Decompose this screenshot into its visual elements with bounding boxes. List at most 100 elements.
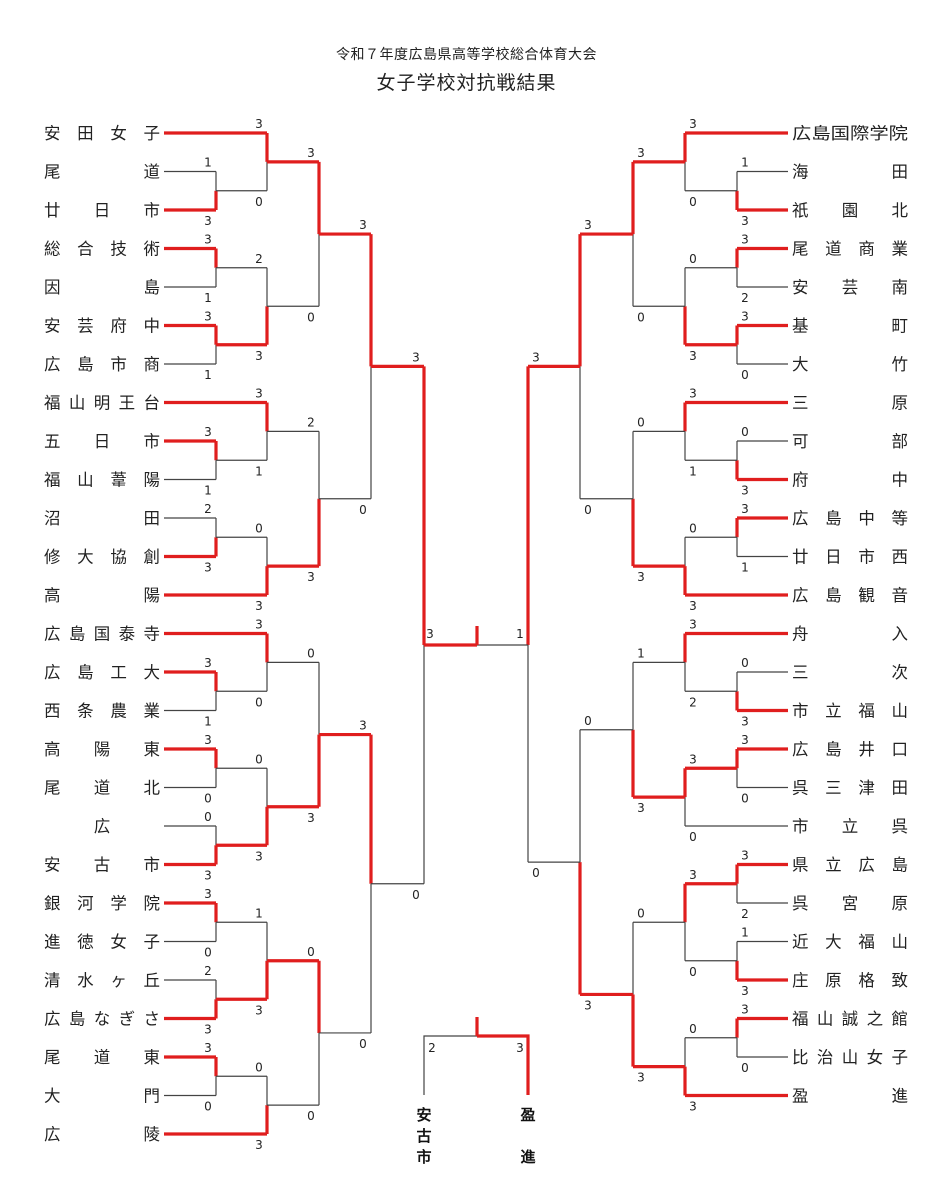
score-label: 3 xyxy=(741,310,749,324)
score-label: 3 xyxy=(741,849,749,863)
score-label: 0 xyxy=(689,195,697,209)
team-name: 舟入 xyxy=(792,625,908,644)
team-name: 府中 xyxy=(792,471,908,490)
team-name: 基町 xyxy=(792,317,908,336)
score-label: 3 xyxy=(689,618,697,632)
score-label: 3 xyxy=(307,570,315,584)
score-label: 3 xyxy=(741,733,749,747)
team-name: 進徳女子 xyxy=(44,933,160,952)
score-label: 3 xyxy=(689,349,697,363)
team-name: 呉三津田 xyxy=(792,779,908,798)
score-label: 2 xyxy=(741,291,749,305)
score-label: 3 xyxy=(204,1041,212,1055)
score-label: 0 xyxy=(689,965,697,979)
team-name: 沼田 xyxy=(44,509,160,528)
score-label: 0 xyxy=(307,310,315,324)
score-label: 3 xyxy=(255,1003,263,1017)
score-label: 1 xyxy=(204,368,212,382)
score-label: 3 xyxy=(307,811,315,825)
team-name: 広島工大 xyxy=(44,663,160,682)
score-label: 3 xyxy=(255,599,263,613)
team-name: 総合技術 xyxy=(44,240,160,259)
score-label: 3 xyxy=(741,1003,749,1017)
team-name: 海田 xyxy=(792,163,908,182)
team-name: 尾道北 xyxy=(44,779,161,798)
score-label: 3 xyxy=(204,425,212,439)
score-label: 0 xyxy=(359,503,367,517)
score-label: 0 xyxy=(637,415,645,429)
team-name: 因島 xyxy=(44,278,160,297)
team-name: 広島国際学院 xyxy=(792,124,908,143)
score-label: 3 xyxy=(689,868,697,882)
score-label: 3 xyxy=(412,350,420,364)
team-name: 清水ヶ丘 xyxy=(44,971,160,990)
score-label: 3 xyxy=(204,1023,212,1037)
score-label: 3 xyxy=(204,733,212,747)
score-label: 3 xyxy=(637,801,645,815)
third-right-score: 3 xyxy=(516,1041,524,1055)
score-label: 0 xyxy=(255,752,263,766)
team-name: 広 xyxy=(94,817,111,836)
score-label: 3 xyxy=(204,869,212,883)
score-label: 1 xyxy=(741,561,749,575)
team-name: 広島なぎさ xyxy=(44,1010,160,1029)
score-label: 3 xyxy=(532,350,540,364)
score-label: 0 xyxy=(741,792,749,806)
team-name: 安田女子 xyxy=(44,124,160,143)
third-left-team: 安 xyxy=(416,1106,431,1124)
score-label: 3 xyxy=(637,570,645,584)
score-label: 3 xyxy=(637,146,645,160)
score-label: 3 xyxy=(255,849,263,863)
page-title: 令和７年度広島県高等学校総合体育大会 xyxy=(336,47,597,63)
third-right-team: 進 xyxy=(520,1148,536,1166)
score-label: 3 xyxy=(307,146,315,160)
score-label: 0 xyxy=(255,195,263,209)
score-label: 3 xyxy=(255,349,263,363)
team-name: 市立福山 xyxy=(792,702,908,721)
final-right-score: 1 xyxy=(516,627,524,641)
team-name: 近大福山 xyxy=(792,933,908,952)
score-label: 3 xyxy=(255,618,263,632)
team-name: 広陵 xyxy=(44,1125,160,1144)
score-label: 3 xyxy=(204,233,212,247)
score-label: 3 xyxy=(741,214,749,228)
score-label: 0 xyxy=(307,945,315,959)
score-label: 2 xyxy=(204,964,212,978)
score-label: 0 xyxy=(584,503,592,517)
score-label: 3 xyxy=(204,310,212,324)
score-label: 0 xyxy=(689,830,697,844)
score-label: 1 xyxy=(255,464,263,478)
team-name: 広島井口 xyxy=(792,740,908,759)
team-name: 広島観音 xyxy=(792,586,908,605)
score-label: 1 xyxy=(204,156,212,170)
score-label: 0 xyxy=(532,866,540,880)
team-name: 県立広島 xyxy=(792,856,908,875)
score-label: 1 xyxy=(689,464,697,478)
score-label: 3 xyxy=(255,117,263,131)
team-name: 可部 xyxy=(792,432,908,451)
score-label: 0 xyxy=(307,646,315,660)
third-left-score: 2 xyxy=(428,1041,436,1055)
team-name: 福山明王台 xyxy=(44,394,160,413)
team-name: 高陽東 xyxy=(44,740,160,759)
score-label: 3 xyxy=(584,218,592,232)
score-label: 3 xyxy=(359,218,367,232)
team-name: 安芸南 xyxy=(792,278,908,297)
team-name: 福山葦陽 xyxy=(44,471,160,490)
score-label: 3 xyxy=(204,656,212,670)
team-name: 広島市商 xyxy=(44,355,160,374)
score-label: 3 xyxy=(255,1138,263,1152)
score-label: 0 xyxy=(204,792,212,806)
team-name: 広島中等 xyxy=(792,509,908,528)
score-label: 0 xyxy=(689,521,697,535)
third-left-line xyxy=(423,1035,477,1095)
third-left-team: 市 xyxy=(416,1148,431,1166)
score-label: 0 xyxy=(359,1037,367,1051)
score-label: 3 xyxy=(689,599,697,613)
team-name: 尾道東 xyxy=(44,1048,160,1067)
score-label: 1 xyxy=(741,926,749,940)
final-left-score: 3 xyxy=(426,627,434,641)
team-name: 西条農業 xyxy=(44,702,160,721)
team-name: 盈進 xyxy=(792,1087,908,1106)
